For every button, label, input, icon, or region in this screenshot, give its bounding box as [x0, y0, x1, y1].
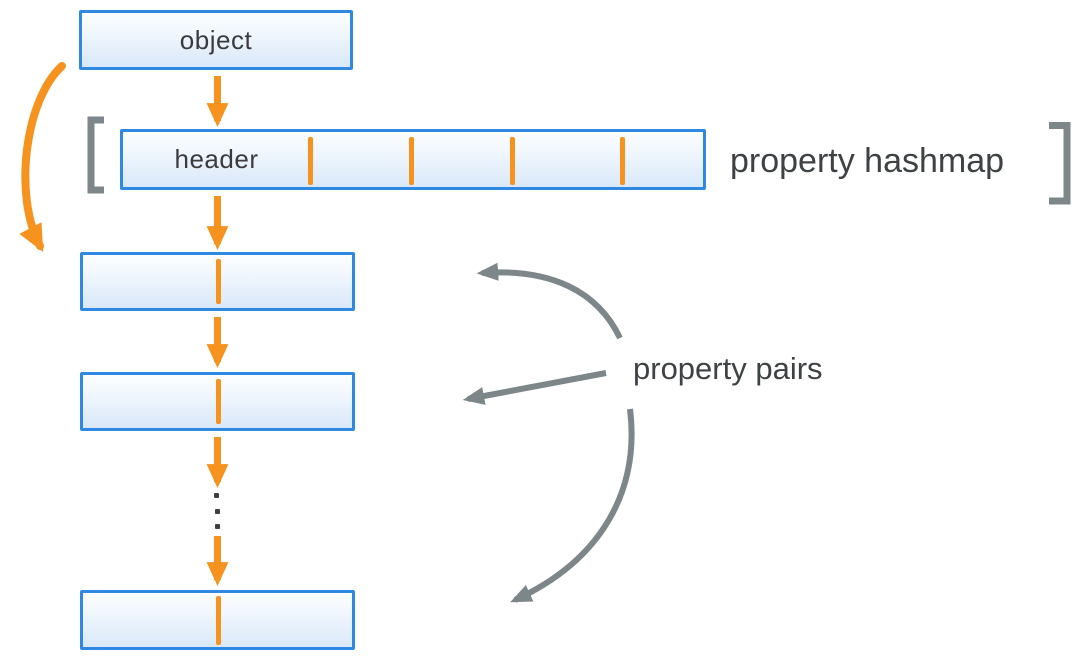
hashmap-divider [620, 137, 625, 185]
pair-divider [216, 596, 221, 645]
ellipsis-dot [215, 509, 220, 514]
object-box-label: object [179, 24, 253, 55]
pair-divider [216, 379, 221, 424]
hashmap-divider [409, 137, 414, 185]
property-pair-box-1 [80, 252, 355, 311]
hashmap-divider [308, 137, 313, 185]
property-pair-box-n [80, 590, 355, 650]
property-pair-box-2 [80, 372, 355, 431]
hashmap-caption: property hashmap [730, 142, 1005, 180]
object-box: object [79, 10, 353, 70]
ellipsis-dot [214, 493, 219, 498]
gray-arrow-to-pair2 [462, 370, 607, 405]
hashmap-header-box: header [120, 129, 706, 190]
hashmap-divider [510, 137, 515, 185]
pair-divider [216, 259, 221, 304]
hashmap-header-label: header [174, 144, 259, 174]
curved-arrow-object-to-pair1 [19, 62, 66, 253]
ellipsis-dot [215, 524, 220, 529]
gray-arrow-to-pair1 [476, 262, 623, 340]
left-bracket [87, 116, 104, 194]
right-bracket [1049, 122, 1071, 205]
gray-arrow-to-pairN [510, 408, 635, 603]
property-pairs-caption: property pairs [633, 351, 823, 386]
